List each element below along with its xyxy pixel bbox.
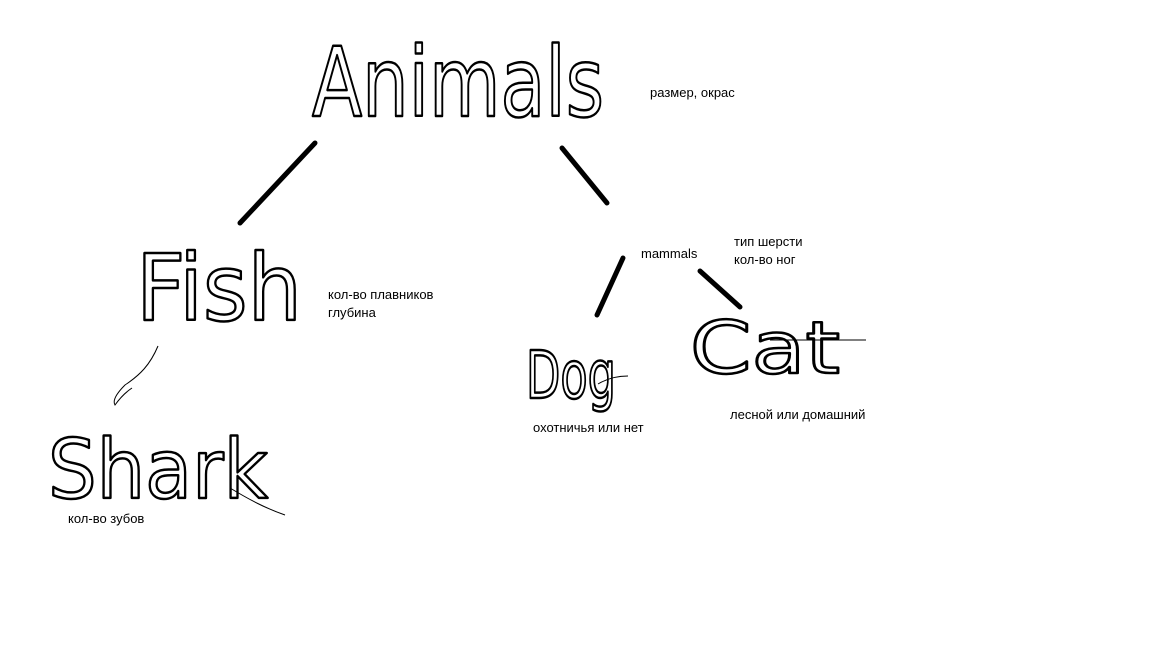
node-label-mammals: mammals (641, 246, 698, 261)
note-mammals-line2: кол-во ног (734, 252, 796, 267)
note-fish-line2: глубина (328, 305, 376, 320)
node-label-dog: Dog (526, 337, 616, 414)
note-shark: кол-во зубов (68, 511, 145, 526)
note-mammals-line1: тип шерсти (734, 234, 803, 249)
note-dog: охотничья или нет (533, 420, 644, 435)
note-fish-line1: кол-во плавников (328, 287, 434, 302)
node-label-shark: Shark (48, 423, 268, 518)
dog-tail-stroke (597, 375, 629, 385)
note-mammals: тип шерсти кол-во ног (734, 233, 802, 269)
edge-animals-fish (237, 140, 318, 226)
edge-mammals-dog (594, 255, 626, 318)
node-label-animals: Animals (312, 27, 604, 139)
edge-fish-shark (113, 345, 159, 406)
shark-tail-stroke (229, 487, 286, 516)
node-label-cat: Cat (690, 306, 840, 390)
note-cat: лесной или домашний (730, 407, 866, 422)
node-label-fish: Fish (136, 235, 302, 342)
edge-mammals-cat (697, 268, 743, 310)
note-animals: размер, окрас (650, 85, 735, 100)
note-fish: кол-во плавников глубина (328, 286, 433, 322)
edge-animals-mammals (559, 145, 610, 206)
